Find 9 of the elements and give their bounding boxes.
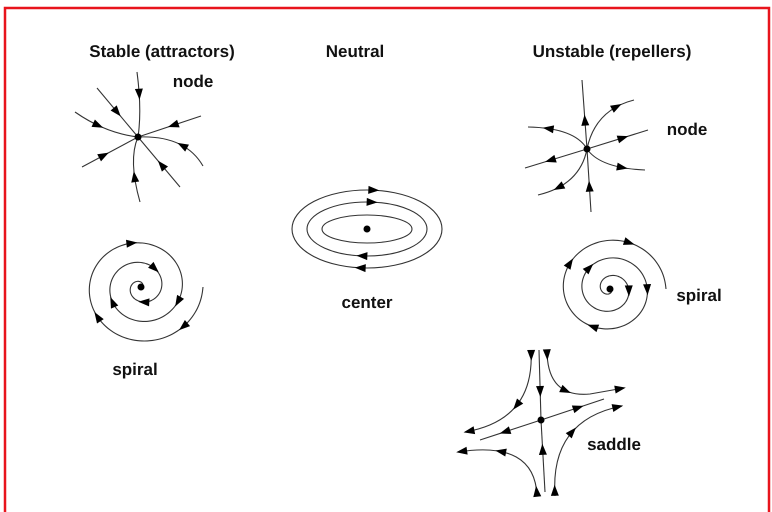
column-heading: Unstable (repellers) (532, 42, 692, 62)
column-heading: Neutral (326, 42, 384, 62)
point-label: node (666, 120, 708, 140)
point-label: node (172, 72, 214, 92)
point-label: spiral (112, 360, 158, 380)
point-label: saddle (587, 435, 641, 455)
point-label: spiral (676, 286, 722, 306)
column-heading: Stable (attractors) (89, 42, 235, 62)
point-label: center (341, 293, 393, 313)
